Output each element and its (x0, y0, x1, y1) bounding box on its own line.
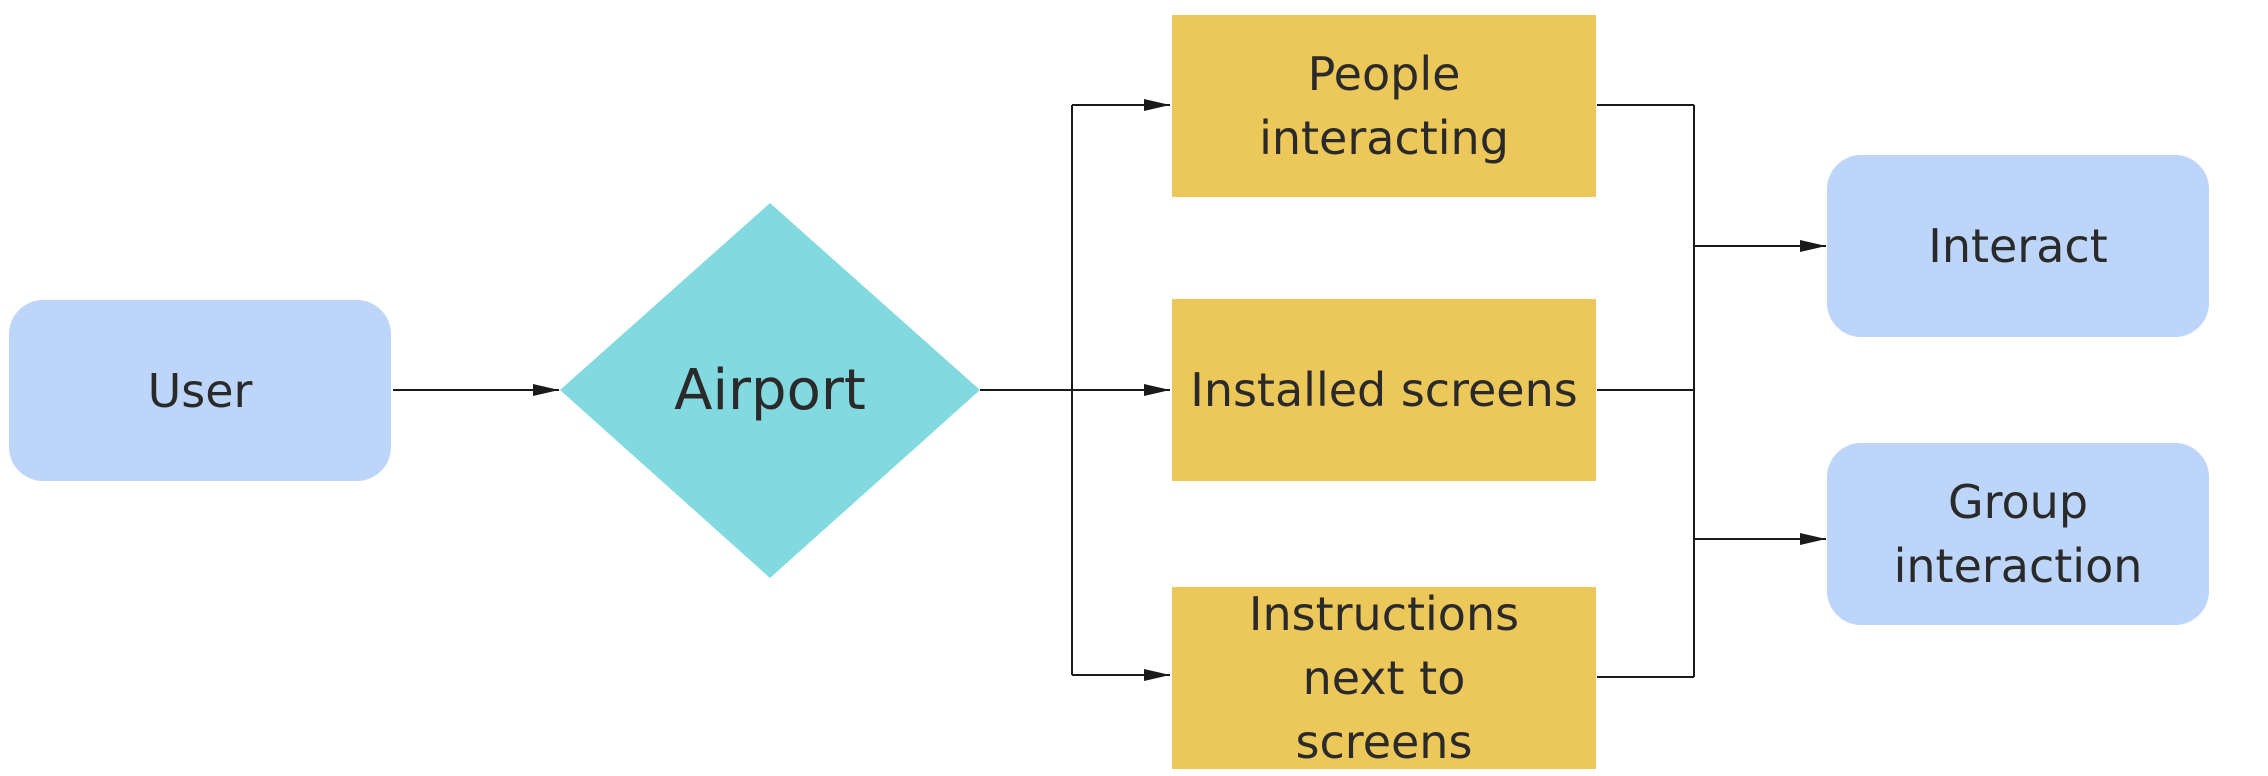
group-interaction-label: Group interaction (1893, 475, 2143, 593)
group-interaction-node: Group interaction (1827, 443, 2209, 625)
people-interacting-node: People interacting (1172, 15, 1596, 197)
airport-node: Airport (560, 300, 980, 480)
interact-node: Interact (1827, 155, 2209, 337)
interact-label: Interact (1928, 219, 2108, 273)
airport-label: Airport (674, 357, 866, 423)
people-interacting-label: People interacting (1259, 47, 1509, 165)
user-node: User (9, 300, 391, 481)
installed-screens-label: Installed screens (1190, 363, 1578, 417)
instructions-node: Instructions next to screens (1172, 587, 1596, 769)
installed-screens-node: Installed screens (1172, 299, 1596, 481)
airport-diamond-shape (560, 203, 980, 578)
user-label: User (147, 363, 253, 418)
instructions-label: Instructions next to screens (1248, 587, 1520, 769)
